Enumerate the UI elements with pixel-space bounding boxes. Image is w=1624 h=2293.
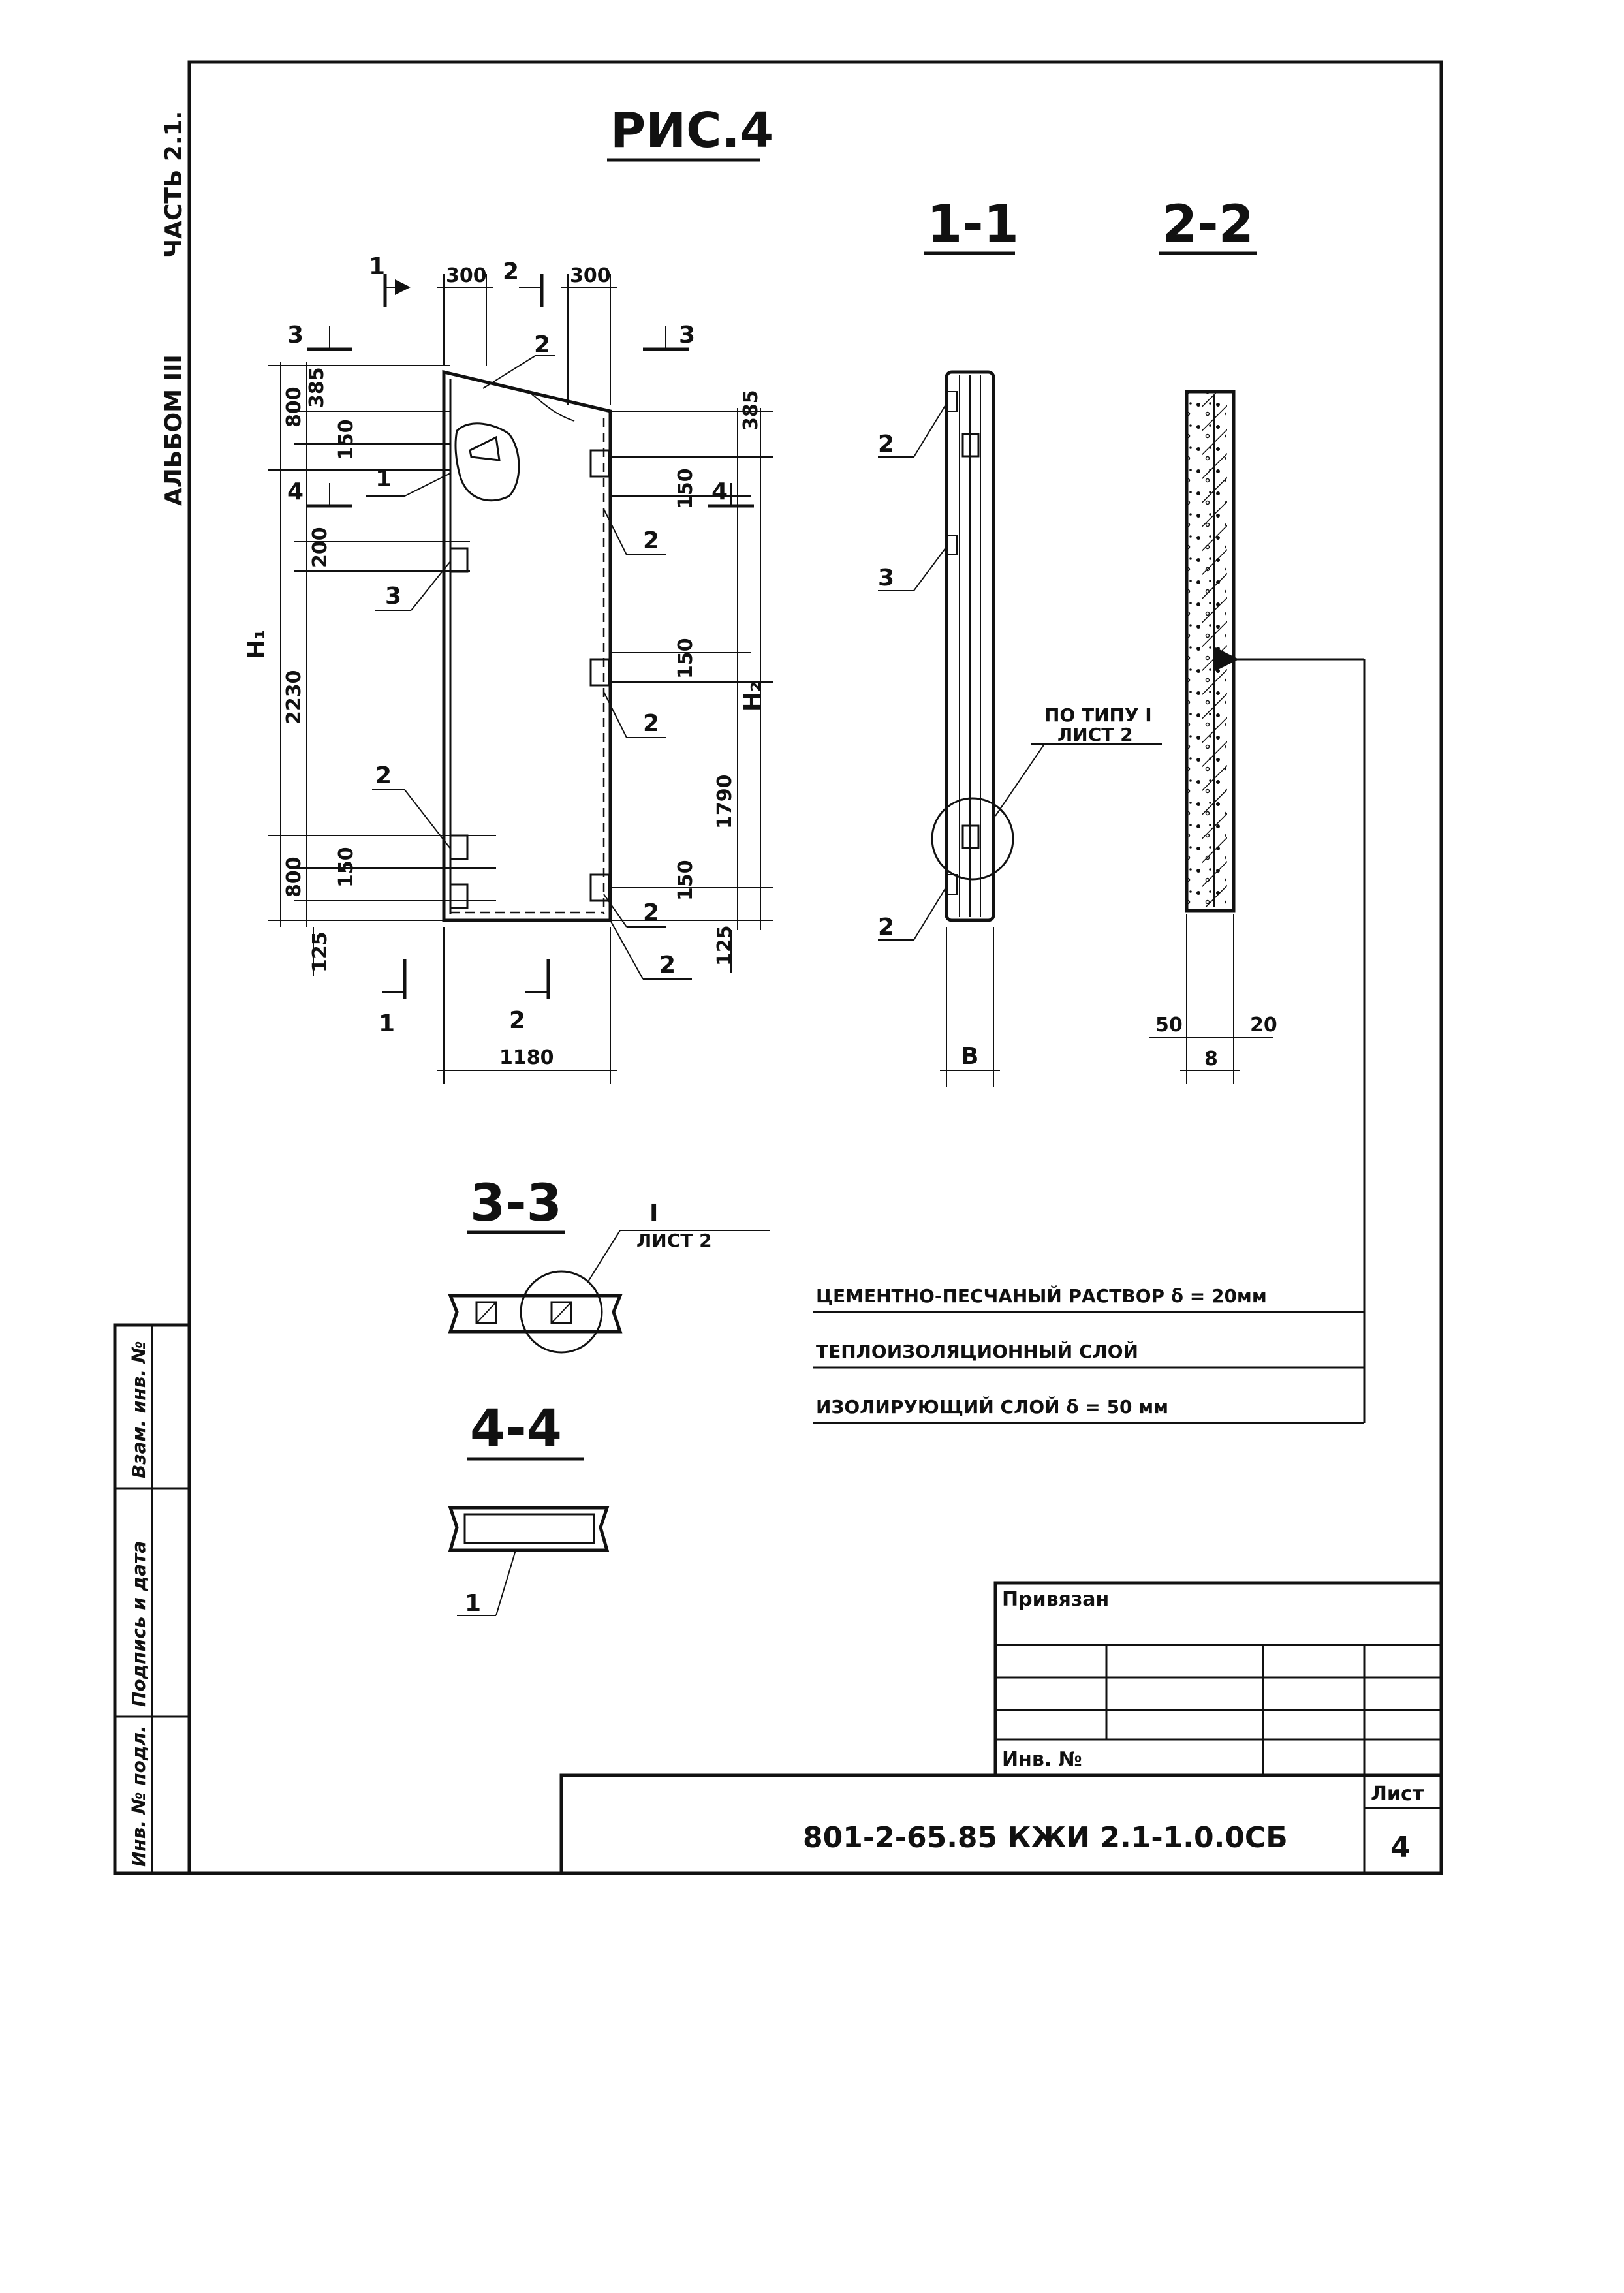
left-stamp: Инв. № подл. Подпись и дата Взам. инв. № <box>113 1323 191 1875</box>
layer-legend: ЦЕМЕНТНО-ПЕСЧАНЫЙ РАСТВОР δ = 20мм ТЕПЛО… <box>813 1285 1364 1424</box>
section-3-3-detail-ref-line1: I <box>649 1200 658 1226</box>
section-1-1-detail-ref-line1: ПО ТИПУ I <box>1044 704 1152 726</box>
embedded-part <box>589 658 610 687</box>
section-4-4: 4-4 1 <box>448 1399 610 1617</box>
document-code: 801-2-65.85 КЖИ 2.1-1.0.0СБ <box>803 1821 1288 1854</box>
height-label-h2: H₂ <box>740 681 766 711</box>
section-3-3-title: 3-3 <box>470 1174 562 1233</box>
dim-right-150-mid: 150 <box>674 638 697 679</box>
section-4-4-callout: 1 <box>465 1590 481 1617</box>
dim-left-125: 125 <box>309 931 332 973</box>
svg-text:3: 3 <box>287 322 304 349</box>
svg-text:3: 3 <box>679 322 695 349</box>
cut-mark-1-top: 1 <box>369 253 411 307</box>
sheet-label: Лист <box>1371 1783 1424 1805</box>
callout-panel-3: 2 <box>643 527 659 554</box>
callout-panel-6: 2 <box>375 762 392 789</box>
dim-bottom-width: 1180 <box>499 1046 554 1069</box>
cut-mark-4-right: 4 <box>708 478 754 508</box>
section-2-2: 2-2 50 8 20 <box>1149 195 1366 1423</box>
detail-circle-1-1 <box>931 797 1014 881</box>
callout-panel-5: 2 <box>643 710 659 737</box>
svg-text:2: 2 <box>503 258 519 285</box>
embedded-part <box>449 834 469 860</box>
panel-elevation: 300 300 800 385 150 200 2230 800 150 125… <box>243 253 773 1084</box>
dim-right-150-bottom: 150 <box>674 860 697 901</box>
section-1-1: 1-1 ПО ТИПУ I ЛИСТ 2 2 3 2 B <box>878 195 1162 1087</box>
section-2-2-dim-8: 8 <box>1204 1048 1218 1070</box>
svg-text:4: 4 <box>711 478 728 505</box>
section-2-2-dim-20: 20 <box>1250 1014 1277 1037</box>
dim-right-385: 385 <box>740 390 762 431</box>
section-1-1-detail-ref-line2: ЛИСТ 2 <box>1057 724 1133 745</box>
sheet-number: 4 <box>1390 1831 1411 1864</box>
section-3-3-profile <box>448 1294 623 1334</box>
dim-right-150-top: 150 <box>674 468 697 509</box>
legend-row-insulation: ТЕПЛОИЗОЛЯЦИОННЫЙ СЛОЙ <box>816 1340 1138 1362</box>
section-1-1-callout-1: 2 <box>878 431 894 458</box>
svg-text:2: 2 <box>509 1007 525 1034</box>
section-3-3: 3-3 I ЛИСТ 2 <box>448 1174 770 1354</box>
section-1-1-title: 1-1 <box>927 195 1019 254</box>
stamp-inv-no-podl: Инв. № подл. <box>128 1725 149 1867</box>
height-label-h1: H₁ <box>243 629 270 659</box>
section-4-4-profile <box>448 1506 610 1552</box>
section-1-1-callout-2: 3 <box>878 565 894 591</box>
album-caption: АЛЬБОМ III <box>161 354 187 506</box>
cut-mark-3-right: 3 <box>643 322 695 351</box>
section-3-3-detail-ref-line2: ЛИСТ 2 <box>636 1230 712 1251</box>
embedded-part <box>589 873 610 902</box>
title-block-inv-no: Инв. № <box>1002 1748 1082 1771</box>
panel-outline <box>442 369 612 922</box>
dim-top-left: 300 <box>446 264 487 287</box>
callout-panel-4: 3 <box>385 583 401 610</box>
cut-mark-2-bottom: 2 <box>509 959 550 1034</box>
sheet-frame <box>187 60 1443 1875</box>
detail-circle-3-3 <box>520 1270 603 1354</box>
svg-text:4: 4 <box>287 478 304 505</box>
cut-mark-2-top: 2 <box>503 258 544 307</box>
dim-left-2230: 2230 <box>283 670 305 725</box>
embedded-part <box>449 883 469 909</box>
dim-left-800-bottom: 800 <box>283 856 305 897</box>
embedded-part <box>589 449 610 478</box>
cut-mark-1-bottom: 1 <box>379 959 407 1037</box>
legend-row-mortar: ЦЕМЕНТНО-ПЕСЧАНЫЙ РАСТВОР δ = 20мм <box>816 1285 1267 1307</box>
dim-top-right: 300 <box>570 264 611 287</box>
svg-text:1: 1 <box>379 1010 395 1037</box>
figure-title: РИС.4 <box>610 102 773 159</box>
callout-panel-7: 2 <box>643 899 659 926</box>
panel-opening <box>454 422 520 502</box>
part-caption: ЧАСТЬ 2.1. <box>161 111 187 258</box>
callout-panel-8: 2 <box>659 952 676 978</box>
callout-panel-1: 2 <box>534 332 550 358</box>
cut-mark-4-left: 4 <box>287 478 352 508</box>
dim-left-200: 200 <box>309 527 332 568</box>
dim-right-1790: 1790 <box>713 775 736 830</box>
section-2-2-dim-50: 50 <box>1155 1014 1183 1037</box>
dim-right-125: 125 <box>713 925 736 966</box>
section-4-4-title: 4-4 <box>470 1399 562 1458</box>
dim-left-800-top: 800 <box>283 386 305 428</box>
embedded-part <box>449 547 469 573</box>
section-2-2-title: 2-2 <box>1162 195 1254 254</box>
legend-row-isolating: ИЗОЛИРУЮЩИЙ СЛОЙ δ = 50 мм <box>816 1396 1168 1418</box>
section-1-1-profile <box>945 370 995 922</box>
title-block: Привязан Инв. № 801-2-65.85 КЖИ 2.1-1.0.… <box>559 1581 1443 1875</box>
cut-mark-3-left: 3 <box>287 322 352 351</box>
section-1-1-thickness: B <box>961 1043 978 1070</box>
stamp-vzam-inv: Взам. инв. № <box>128 1341 149 1478</box>
dim-left-150-bottom: 150 <box>335 847 358 888</box>
stamp-signature-date: Подпись и дата <box>128 1541 149 1707</box>
dim-left-385: 385 <box>305 367 328 408</box>
title-block-privyazan: Привязан <box>1002 1588 1109 1611</box>
callout-panel-2: 1 <box>375 465 392 492</box>
svg-text:1: 1 <box>369 253 385 280</box>
section-1-1-callout-3: 2 <box>878 914 894 941</box>
dim-left-150-top: 150 <box>335 419 358 460</box>
